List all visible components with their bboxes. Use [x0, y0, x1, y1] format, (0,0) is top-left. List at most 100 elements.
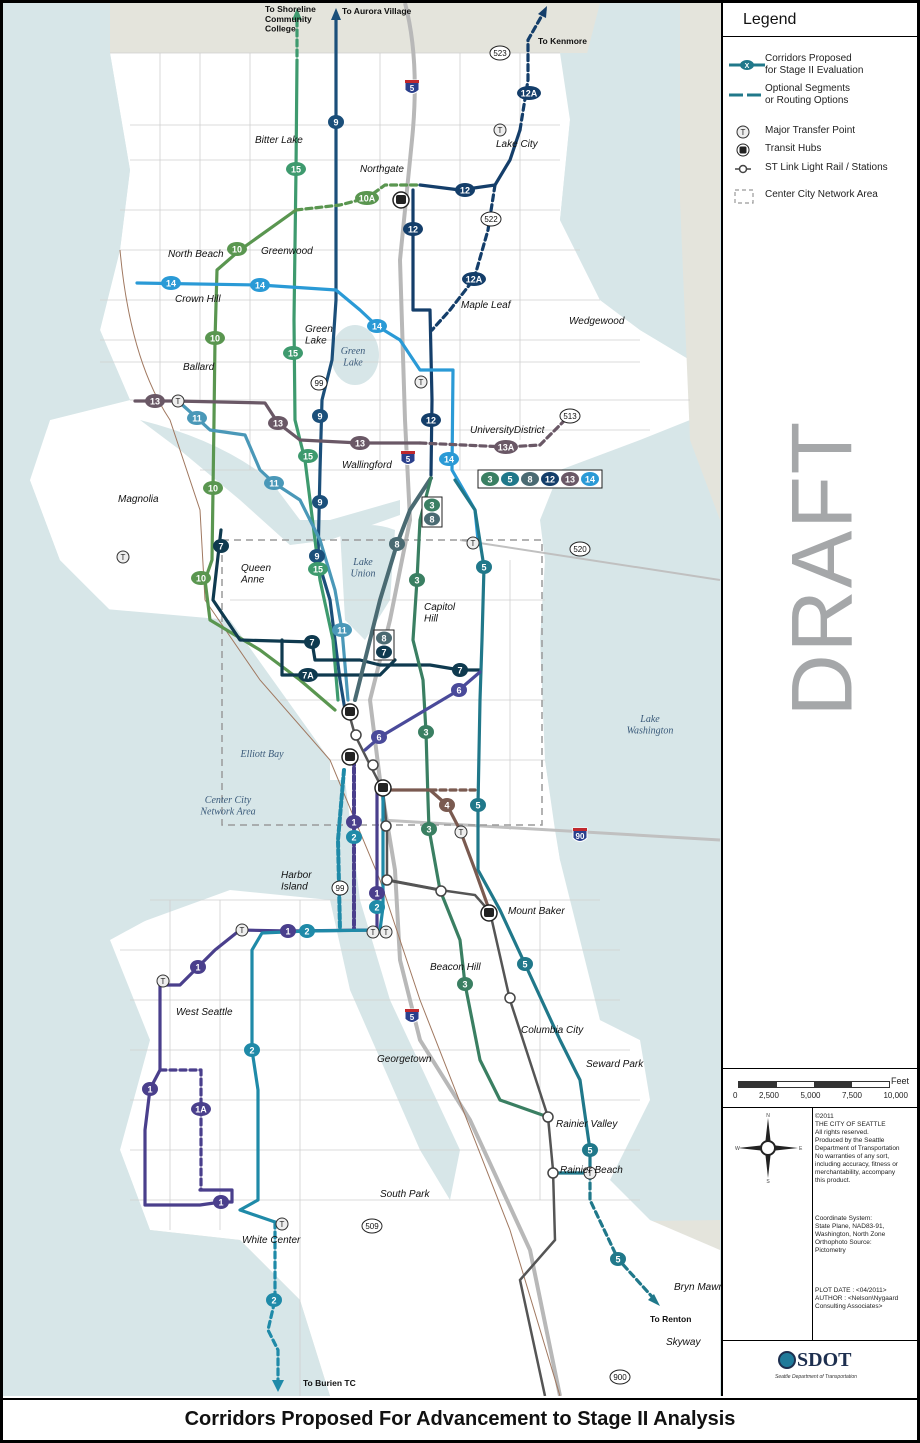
light-rail-station-icon[interactable]	[380, 820, 392, 832]
route-badge-2[interactable]: 2	[266, 1293, 282, 1307]
route-badge-3[interactable]: 3	[418, 725, 434, 739]
legend-item-optional: Optional Segments or Routing Options	[723, 83, 917, 109]
route-badge-11[interactable]: 11	[187, 411, 207, 425]
route-badge-3[interactable]: 3	[409, 573, 425, 587]
route-badge-9[interactable]: 9	[309, 549, 325, 563]
transit-hub-icon[interactable]	[392, 191, 410, 209]
light-rail-station-icon[interactable]	[381, 874, 393, 886]
transfer-point-icon[interactable]: T	[414, 375, 428, 389]
route-badge-2[interactable]: 2	[299, 924, 315, 938]
route-badge-7A[interactable]: 7A	[298, 668, 318, 682]
transfer-point-icon[interactable]: T	[583, 1166, 597, 1180]
transit-hub-icon[interactable]	[374, 779, 392, 797]
transfer-point-icon[interactable]: T	[379, 925, 393, 939]
route-badge-12A[interactable]: 12A	[462, 272, 486, 286]
route-badge-7[interactable]: 7	[452, 663, 468, 677]
route-badge-5[interactable]: 5	[610, 1252, 626, 1266]
route-badge-12[interactable]: 12	[403, 222, 423, 236]
map-canvas[interactable]: T T T T T T T T T T T T	[3, 3, 723, 1396]
route-badge-1A[interactable]: 1A	[191, 1102, 211, 1116]
route-badge-5[interactable]: 5	[470, 798, 486, 812]
route-stack-badge[interactable]: 87	[373, 629, 395, 661]
transit-hub-icon[interactable]	[341, 748, 359, 766]
neighborhood-label: Greenwood	[261, 246, 313, 257]
route-badge-14[interactable]: 14	[161, 276, 181, 290]
route-badge-6[interactable]: 6	[371, 730, 387, 744]
route-badge-14[interactable]: 14	[250, 278, 270, 292]
light-rail-station-icon[interactable]	[504, 992, 516, 1004]
route-badge-14[interactable]: 14	[367, 319, 387, 333]
route-badge-12A[interactable]: 12A	[517, 86, 541, 100]
route-badge-2[interactable]: 2	[346, 830, 362, 844]
route-badge-8[interactable]: 8	[389, 537, 405, 551]
route-badge-10[interactable]: 10	[191, 571, 211, 585]
route-badge-11[interactable]: 11	[332, 623, 352, 637]
transfer-point-icon[interactable]: T	[156, 974, 170, 988]
route-badge-9[interactable]: 9	[328, 115, 344, 129]
legend-label: Major Transfer Point	[765, 125, 856, 136]
svg-text:S: S	[766, 1179, 770, 1183]
route-badge-7[interactable]: 7	[304, 635, 320, 649]
transfer-point-icon[interactable]: T	[275, 1217, 289, 1231]
route-badge-6[interactable]: 6	[451, 683, 467, 697]
svg-text:7: 7	[309, 638, 314, 648]
route-badge-3[interactable]: 3	[457, 977, 473, 991]
route-badge-13[interactable]: 13	[268, 416, 288, 430]
svg-text:13: 13	[273, 419, 283, 429]
route-badge-4[interactable]: 4	[439, 798, 455, 812]
route-badge-9[interactable]: 9	[312, 495, 328, 509]
sdot-logo-panel: SDOT Seattle Department of Transportatio…	[723, 1340, 917, 1397]
transit-hub-icon[interactable]	[341, 703, 359, 721]
transfer-point-icon[interactable]: T	[454, 825, 468, 839]
route-badge-9[interactable]: 9	[312, 409, 328, 423]
route-badge-12[interactable]: 12	[421, 413, 441, 427]
route-stack-badge[interactable]: 38	[421, 496, 443, 528]
route-badge-11[interactable]: 11	[264, 476, 284, 490]
route-badge-1[interactable]: 1	[280, 924, 296, 938]
puget-sound-north	[3, 3, 130, 480]
light-rail-station-icon[interactable]	[350, 729, 362, 741]
route-badge-15[interactable]: 15	[283, 346, 303, 360]
route-badge-1[interactable]: 1	[369, 886, 385, 900]
route-badge-5[interactable]: 5	[476, 560, 492, 574]
transit-hub-icon[interactable]	[480, 904, 498, 922]
light-rail-station-icon[interactable]	[547, 1167, 559, 1179]
light-rail-station-icon[interactable]	[542, 1111, 554, 1123]
route-badge-3[interactable]: 3	[421, 822, 437, 836]
transfer-point-icon[interactable]: T	[171, 394, 185, 408]
route-badge-1[interactable]: 1	[346, 815, 362, 829]
route-badge-1[interactable]: 1	[142, 1082, 158, 1096]
route-badge-5[interactable]: 5	[517, 957, 533, 971]
route-badge-5[interactable]: 5	[582, 1143, 598, 1157]
route-badge-2[interactable]: 2	[244, 1043, 260, 1057]
route-badge-15[interactable]: 15	[298, 449, 318, 463]
light-rail-station-icon[interactable]	[367, 759, 379, 771]
svg-text:9: 9	[317, 498, 322, 508]
route-badge-13[interactable]: 13	[145, 394, 165, 408]
route-badge-14[interactable]: 14	[439, 452, 459, 466]
transfer-point-icon[interactable]: T	[366, 925, 380, 939]
route-badge-10[interactable]: 10	[203, 481, 223, 495]
route-badge-1[interactable]: 1	[213, 1195, 229, 1209]
route-badge-15[interactable]: 15	[286, 162, 306, 176]
legend-label: Corridors Proposed for Stage II Evaluati…	[765, 53, 864, 76]
route-badge-1[interactable]: 1	[190, 960, 206, 974]
route-badge-13[interactable]: 13	[350, 436, 370, 450]
highway-shield-520: 520	[569, 541, 591, 557]
transfer-point-icon[interactable]: T	[116, 550, 130, 564]
light-rail-station-icon[interactable]	[435, 885, 447, 897]
destination-label: To Burien TC	[303, 1378, 356, 1388]
route-badge-2[interactable]: 2	[369, 900, 385, 914]
route-badge-10[interactable]: 10	[205, 331, 225, 345]
route-badge-12[interactable]: 12	[455, 183, 475, 197]
route-badge-15[interactable]: 15	[308, 562, 328, 576]
route-badge-13A[interactable]: 13A	[494, 440, 518, 454]
route-badge-7[interactable]: 7	[213, 539, 229, 553]
route-badge-10A[interactable]: 10A	[355, 191, 379, 205]
route-badge-10[interactable]: 10	[227, 242, 247, 256]
transfer-point-icon[interactable]: T	[466, 536, 480, 550]
transfer-point-icon[interactable]: T	[235, 923, 249, 937]
transfer-point-icon[interactable]: T	[493, 123, 507, 137]
